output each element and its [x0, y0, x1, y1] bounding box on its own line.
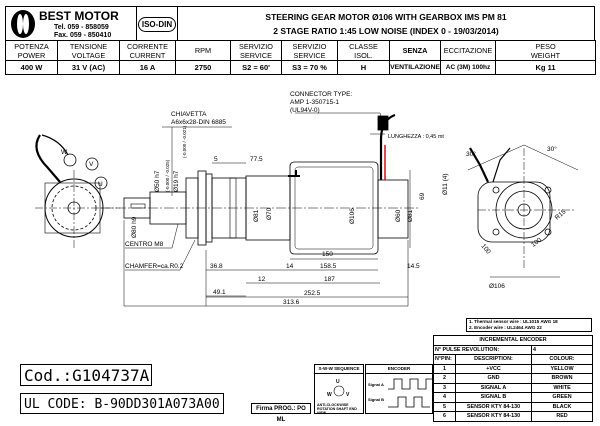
- dimension-lines: [123, 112, 560, 307]
- product-code: Cod.:G104737A: [20, 364, 152, 386]
- label-connector-part: AMP 1-350715-1: [290, 99, 339, 106]
- iso-din-mark: ISO-DIN: [137, 7, 178, 41]
- encoder-title: INCREMENTAL ENCODER: [432, 335, 594, 346]
- tol-19: (-0.000 / -0.021): [182, 125, 187, 158]
- brand-fax: Fax. 059 - 850410: [54, 32, 112, 39]
- encoder-box-title: ENCODER: [366, 365, 432, 374]
- dim-187: 187: [324, 276, 335, 283]
- dim-69: 69: [419, 192, 426, 200]
- spec-value: AC (3M) 100hz: [440, 60, 496, 75]
- dim-313-6: 313.6: [283, 299, 300, 306]
- rotation-icon: U W V: [327, 379, 350, 398]
- dim-12: 12: [258, 276, 266, 283]
- dim-49-1: 49.1: [213, 289, 226, 296]
- angle-30-right: 30°: [547, 145, 557, 153]
- drawing-title: STEERING GEAR MOTOR Ø106 WITH GEARBOX IM…: [178, 7, 594, 44]
- angle-30-left: 30°: [466, 150, 476, 158]
- note-1: 1. Thermal sensor wire : UL1015 AWG 18: [469, 319, 558, 324]
- brand-name: BEST MOTOR: [39, 9, 119, 23]
- note-2: 2. Encoder wire : UL2464 AWG 22: [469, 325, 542, 330]
- logo-emblem: [11, 10, 35, 38]
- terminal-w: W: [61, 149, 68, 156]
- dim-106-front: Ø106: [489, 283, 505, 290]
- spec-value: VENTILAZIONE: [389, 60, 441, 75]
- svg-text:W: W: [327, 392, 332, 398]
- dia-50: Ø50 h7: [154, 170, 161, 192]
- spec-table: POTENZA POWER TENSIONE VOLTAGE CORRENTE …: [5, 40, 596, 75]
- ul-code: UL CODE: B-90DD301A073A00: [20, 393, 224, 414]
- label-connector-type: CONNECTOR TYPE:: [290, 91, 352, 98]
- rear-end-view: [35, 134, 120, 250]
- dim-5: 5: [214, 156, 218, 163]
- sequence-note: ANTI-CLOCKWISE ROTATION SHAFT END VIEW: [317, 403, 357, 415]
- pulse-value: 4: [530, 344, 594, 355]
- sequence-box: S-W-W SEQUENCE U W V ANTI-CLOCKWISE ROTAT…: [314, 364, 364, 415]
- signal-a-label: Signal A: [368, 382, 384, 387]
- dim-150: 150: [322, 251, 333, 258]
- encoder-table: INCREMENTAL ENCODER N° PULSE REVOLUTION:…: [432, 335, 594, 422]
- dia-19: Ø19 h7: [173, 170, 180, 192]
- title-line-1: STEERING GEAR MOTOR Ø106 WITH GEARBOX IM…: [265, 12, 507, 22]
- col-pin: N°PIN:: [433, 354, 456, 365]
- label-lunghezza: LUNGHEZZA : 0,45 mt: [388, 134, 444, 140]
- label-chiavetta: CHIAVETTA: [171, 111, 207, 118]
- terminal-v: V: [89, 161, 94, 168]
- pulse-label: N° PULSE REVOLUTION:: [433, 344, 532, 355]
- side-view: [100, 113, 420, 255]
- spec-value: H: [337, 60, 390, 75]
- terminal-u: U: [98, 181, 103, 188]
- dia-60: Ø60: [395, 209, 402, 222]
- dia-81: Ø81: [253, 209, 260, 222]
- dim-100-left: 100: [479, 243, 492, 256]
- dia-70: Ø70: [266, 207, 273, 220]
- title-block: BEST MOTOR Tel. 059 - 858059 Fax. 059 - …: [5, 6, 595, 41]
- dim-100-right: 100: [530, 236, 543, 248]
- spec-value: 31 V (AC): [57, 60, 120, 75]
- brand-tel: Tel. 059 - 858059: [54, 24, 109, 31]
- label-chamfer: CHAMFER=ca.R0.2: [125, 263, 184, 270]
- wire-notes: 1. Thermal sensor wire : UL1015 AWG 18 2…: [466, 318, 592, 332]
- spec-header: PESO WEIGHT: [495, 40, 596, 61]
- signal-b-label: Signal B: [368, 397, 385, 402]
- dim-36-8: 36.8: [210, 263, 223, 270]
- dia-80: Ø80 h9: [131, 216, 138, 238]
- col-desc: DESCRIPTION:: [455, 354, 532, 365]
- dim-77-5: 77.5: [250, 156, 263, 163]
- label-centro: CENTRO M8: [125, 241, 164, 248]
- encoder-waveform: [388, 378, 432, 408]
- dia-11-holes: Ø11 (4): [442, 173, 449, 195]
- svg-text:U: U: [336, 379, 340, 385]
- dim-252-5: 252.5: [304, 290, 321, 297]
- front-end-view: [467, 144, 579, 270]
- tol-50: (-0.000 / -0.025): [165, 159, 170, 192]
- col-colour: COLOUR:: [530, 354, 594, 365]
- dia-81-rear: Ø81: [407, 209, 414, 222]
- title-line-2: 2 STAGE RATIO 1:45 LOW NOISE (INDEX 0 - …: [273, 26, 499, 36]
- dia-106: Ø106: [349, 208, 356, 224]
- label-key-spec: A6x6x28-DIN 6885: [171, 119, 226, 126]
- label-connector-rating: (UL94V-0): [290, 107, 320, 114]
- encoder-box: ENCODER Signal A Signal B: [365, 364, 433, 414]
- signature-block: Firma PROG.: PO ML: [251, 403, 311, 423]
- dim-158-5: 158.5: [320, 263, 337, 270]
- spec-value: Kg 11: [495, 60, 596, 75]
- sequence-title: S-W-W SEQUENCE: [315, 365, 363, 374]
- svg-text:V: V: [346, 392, 350, 398]
- dim-14: 14: [286, 263, 294, 270]
- brand-logo: BEST MOTOR Tel. 059 - 858059 Fax. 059 - …: [6, 7, 137, 41]
- dim-14-5: 14.5: [407, 263, 420, 270]
